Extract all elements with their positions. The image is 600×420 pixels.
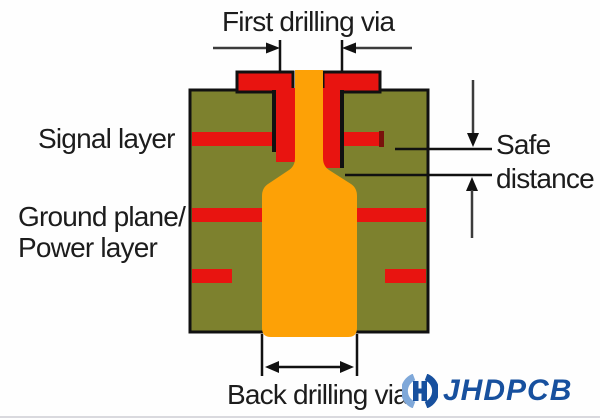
- backdrill-arrowhead-right: [340, 361, 354, 373]
- logo-left-crescent: [402, 374, 416, 408]
- bottom-trace-right: [385, 269, 426, 283]
- first-drilling-via-label: First drilling via: [222, 6, 395, 37]
- via-wall-outline-right: [340, 90, 344, 168]
- ground-trace-left: [192, 208, 262, 222]
- signal-trace-end-cap: [379, 131, 384, 147]
- logo-h-letter: [413, 381, 427, 401]
- safe-arrowhead-down: [467, 133, 479, 147]
- signal-trace-upper-right: [340, 132, 383, 146]
- jhdpcb-logo: JHDPCB: [402, 374, 572, 408]
- jhdpcb-logo-text: JHDPCB: [443, 374, 573, 407]
- safe-arrowhead-up: [466, 177, 478, 191]
- back-drilling-via-label: Back drilling via: [227, 379, 409, 410]
- safe-distance-label-line1: Safe: [496, 129, 551, 160]
- via-pad-left: [235, 70, 295, 94]
- safe-distance-label: Safe distance: [496, 128, 595, 196]
- via-wall-outline-left: [272, 90, 276, 152]
- dim-arrowhead-left: [266, 42, 280, 54]
- image-bottom-edge-line: [0, 416, 600, 418]
- jhdpcb-mark-icon: [402, 374, 438, 408]
- via-drill-hole: [262, 70, 357, 337]
- via-wall-left: [276, 88, 295, 162]
- signal-trace-upper-left: [192, 132, 277, 146]
- dim-arrowhead-right: [342, 42, 356, 54]
- ground-plane-label-line2: Power layer: [18, 232, 158, 263]
- backdrill-arrowhead-left: [265, 361, 279, 373]
- ground-plane-label-line1: Ground plane/: [18, 201, 186, 232]
- safe-distance-label-line2: distance: [496, 163, 595, 194]
- ground-trace-right: [356, 208, 426, 222]
- logo-right-crescent: [424, 374, 438, 408]
- via-wall-right: [323, 88, 340, 168]
- bottom-trace-left: [192, 269, 232, 283]
- ground-plane-label: Ground plane/ Power layer: [18, 201, 186, 263]
- signal-layer-label: Signal layer: [38, 123, 176, 154]
